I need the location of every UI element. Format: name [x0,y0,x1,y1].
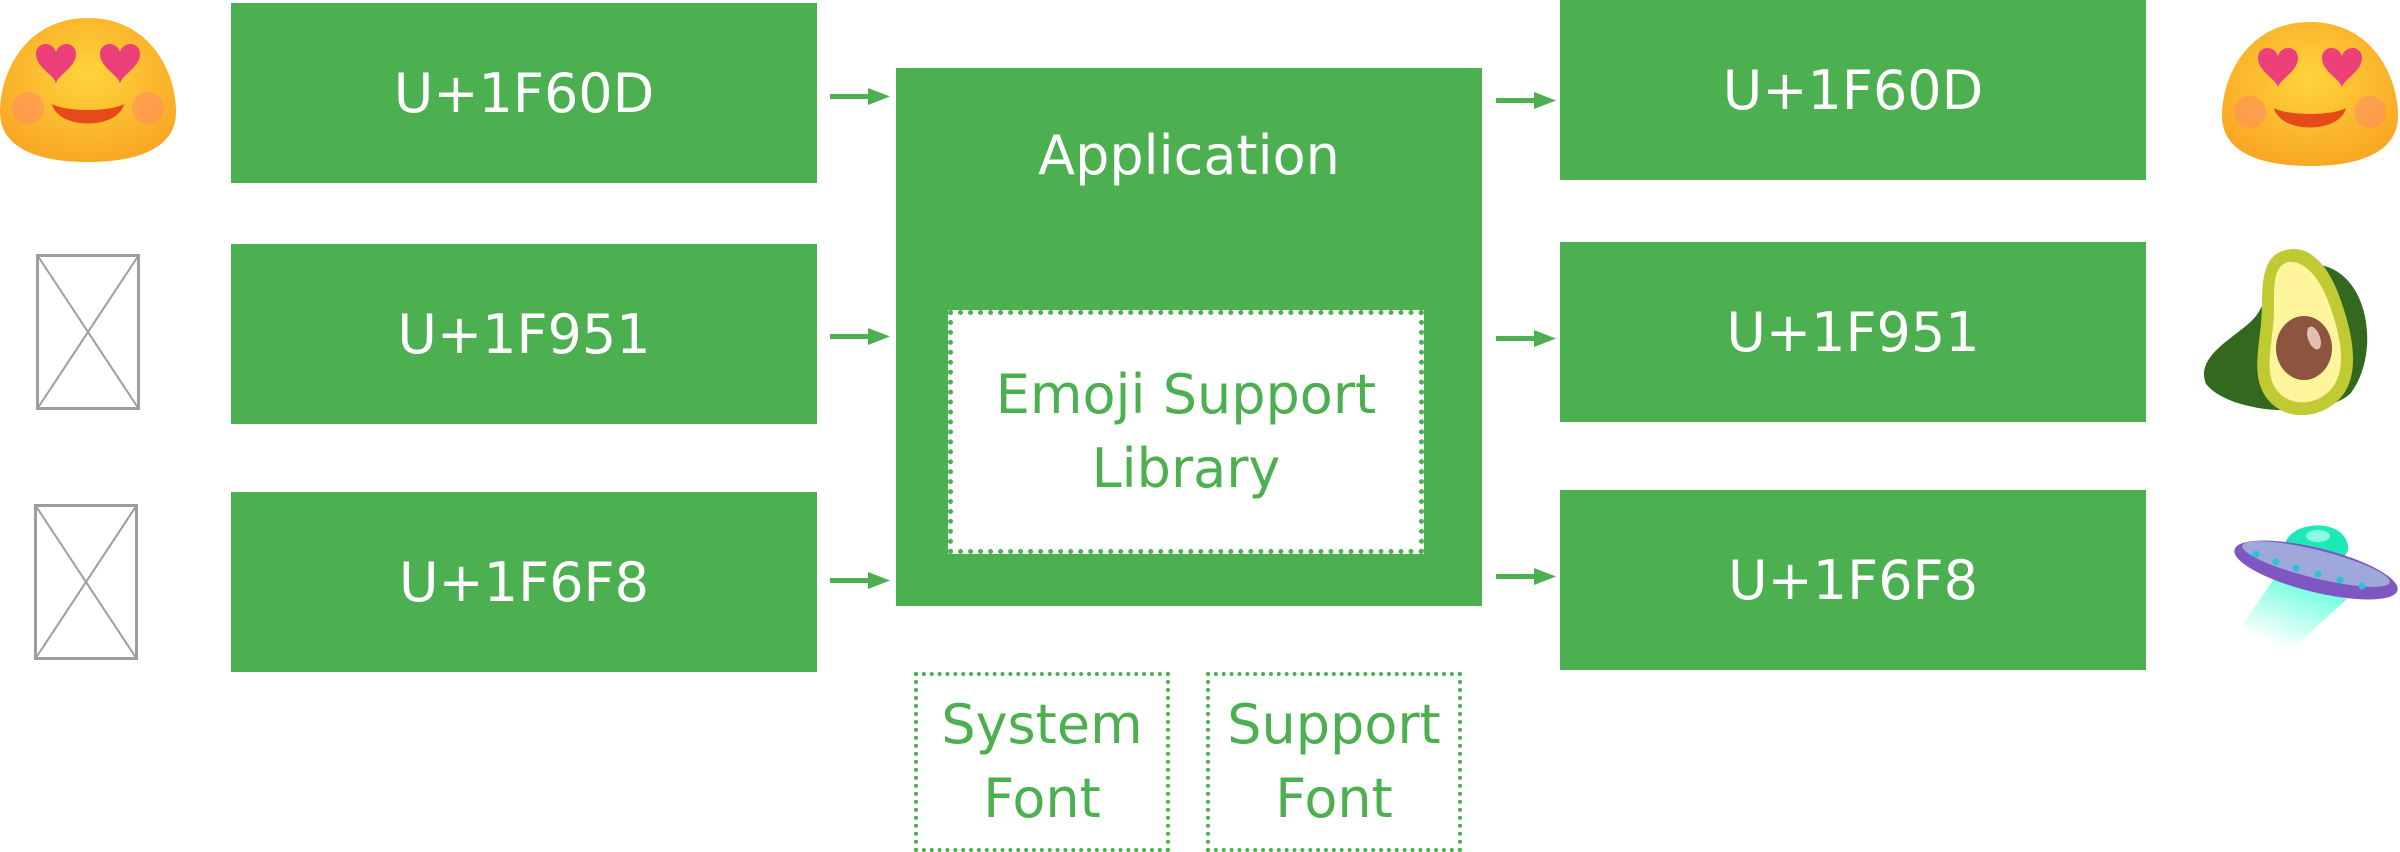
arrow-in-3-icon [830,572,890,589]
input-codepoint-box-3: U+1F6F8 [231,492,817,672]
avocado-icon [2204,249,2368,416]
missing-glyph-icon [36,254,140,410]
library-label-line-2: Library [1091,437,1281,500]
application-box: Application Emoji Support Library [896,68,1482,606]
input-codepoint-box-2: U+1F951 [231,244,817,424]
flying-saucer-icon [2234,525,2398,651]
input-codepoint-label-3: U+1F6F8 [399,550,649,614]
output-codepoint-label-2: U+1F951 [1726,300,1980,364]
output-codepoint-box-3: U+1F6F8 [1560,490,2146,670]
input-codepoint-label-1: U+1F60D [393,61,655,125]
support-font-line-2: Font [1275,767,1393,830]
heart-eyes-face-icon [2222,22,2398,166]
arrow-in-2-icon [830,328,890,345]
arrow-out-3-icon [1496,568,1556,585]
output-codepoint-box-2: U+1F951 [1560,242,2146,422]
system-font-line-2: Font [983,767,1101,830]
output-codepoint-label-3: U+1F6F8 [1728,548,1978,612]
system-font-line-1: System [941,693,1143,756]
arrow-out-2-icon [1496,330,1556,347]
arrow-out-1-icon [1496,92,1556,109]
missing-glyph-icon [34,504,138,660]
application-title: Application [1038,124,1340,187]
input-codepoint-label-2: U+1F951 [397,302,651,366]
library-label-line-1: Emoji Support [995,363,1377,426]
system-font-box: System Font [914,672,1170,852]
output-codepoint-box-1: U+1F60D [1560,0,2146,180]
support-font-line-1: Support [1227,693,1441,756]
support-font-box: Support Font [1206,672,1462,852]
heart-eyes-face-icon [0,18,176,162]
output-codepoint-label-1: U+1F60D [1722,58,1984,122]
input-codepoint-box-1: U+1F60D [231,3,817,183]
arrow-in-1-icon [830,88,890,105]
emoji-support-library-box: Emoji Support Library [948,310,1424,554]
